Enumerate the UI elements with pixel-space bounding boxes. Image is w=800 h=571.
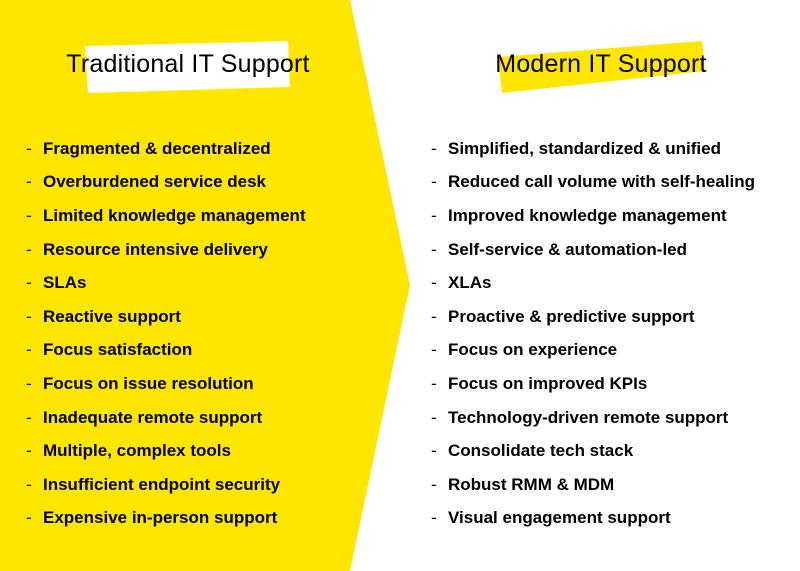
bullet-dash: -: [431, 474, 437, 494]
title-highlight-white: [85, 41, 290, 93]
list-item-label: Simplified, standardized & unified: [448, 138, 721, 158]
bullet-dash: -: [26, 441, 32, 461]
bullet-dash: -: [431, 205, 437, 225]
bullet-dash: -: [431, 340, 437, 360]
list-item: -Overburdened service desk: [26, 166, 306, 200]
list-item: -Improved knowledge management: [431, 199, 755, 233]
list-item: -Fragmented & decentralized: [26, 132, 306, 166]
list-item: -Resource intensive delivery: [26, 233, 306, 267]
bullet-dash: -: [26, 205, 32, 225]
list-item-label: Expensive in-person support: [43, 508, 278, 528]
modern-list: -Simplified, standardized & unified-Redu…: [431, 132, 755, 535]
list-item-label: Limited knowledge management: [43, 205, 306, 225]
bullet-dash: -: [431, 306, 437, 326]
list-item-label: Visual engagement support: [448, 508, 671, 528]
list-item-label: SLAs: [43, 273, 87, 293]
bullet-dash: -: [431, 273, 437, 293]
traditional-title: Traditional IT Support: [66, 50, 310, 78]
list-item: -Multiple, complex tools: [26, 434, 306, 468]
list-item-label: Improved knowledge management: [448, 205, 727, 225]
list-item-label: XLAs: [448, 273, 492, 293]
title-highlight-yellow: [498, 41, 705, 93]
bullet-dash: -: [431, 508, 437, 528]
list-item: -Focus on improved KPIs: [431, 367, 755, 401]
bullet-dash: -: [26, 373, 32, 393]
modern-title: Modern IT Support: [495, 50, 707, 78]
list-item: -SLAs: [26, 266, 306, 300]
list-item: -Simplified, standardized & unified: [431, 132, 755, 166]
bullet-dash: -: [26, 340, 32, 360]
bullet-dash: -: [26, 172, 32, 192]
bullet-dash: -: [26, 273, 32, 293]
bullet-dash: -: [26, 474, 32, 494]
list-item: -Reduced call volume with self-healing: [431, 166, 755, 200]
list-item-label: Overburdened service desk: [43, 172, 267, 192]
list-item: -Focus on experience: [431, 334, 755, 368]
list-item-label: Proactive & predictive support: [448, 306, 695, 326]
list-item-label: Fragmented & decentralized: [43, 138, 271, 158]
bullet-dash: -: [431, 239, 437, 259]
bullet-dash: -: [26, 407, 32, 427]
list-item-label: Insufficient endpoint security: [43, 474, 281, 494]
bullet-dash: -: [431, 138, 437, 158]
list-item: -Proactive & predictive support: [431, 300, 755, 334]
list-item-label: Inadequate remote support: [43, 407, 263, 427]
bullet-dash: -: [431, 407, 437, 427]
list-item-label: Focus on issue resolution: [43, 373, 254, 393]
list-item-label: Reduced call volume with self-healing: [448, 172, 756, 192]
list-item: -Focus satisfaction: [26, 334, 306, 368]
list-item: -Inadequate remote support: [26, 401, 306, 435]
list-item-label: Robust RMM & MDM: [448, 474, 615, 494]
list-item-label: Technology-driven remote support: [448, 407, 729, 427]
bullet-dash: -: [26, 239, 32, 259]
bullet-dash: -: [431, 441, 437, 461]
list-item-label: Self-service & automation-led: [448, 239, 688, 259]
list-item: -Reactive support: [26, 300, 306, 334]
bullet-dash: -: [431, 373, 437, 393]
list-item-label: Focus on improved KPIs: [448, 373, 648, 393]
list-item-label: Resource intensive delivery: [43, 239, 268, 259]
bullet-dash: -: [26, 306, 32, 326]
list-item-label: Focus on experience: [448, 340, 618, 360]
list-item: -Robust RMM & MDM: [431, 468, 755, 502]
list-item: -Visual engagement support: [431, 502, 755, 536]
list-item-label: Reactive support: [43, 306, 181, 326]
bullet-dash: -: [26, 508, 32, 528]
list-item: -XLAs: [431, 266, 755, 300]
list-item: -Technology-driven remote support: [431, 401, 755, 435]
list-item: -Insufficient endpoint security: [26, 468, 306, 502]
list-item: -Consolidate tech stack: [431, 434, 755, 468]
bullet-dash: -: [26, 138, 32, 158]
list-item-label: Focus satisfaction: [43, 340, 193, 360]
list-item-label: Consolidate tech stack: [448, 441, 634, 461]
yellow-arrow-panel: [0, 0, 410, 571]
list-item: -Self-service & automation-led: [431, 233, 755, 267]
list-item: -Focus on issue resolution: [26, 367, 306, 401]
list-item: -Limited knowledge management: [26, 199, 306, 233]
list-item: -Expensive in-person support: [26, 502, 306, 536]
bullet-dash: -: [431, 172, 437, 192]
list-item-label: Multiple, complex tools: [43, 441, 231, 461]
traditional-list: -Fragmented & decentralized-Overburdened…: [26, 132, 306, 535]
